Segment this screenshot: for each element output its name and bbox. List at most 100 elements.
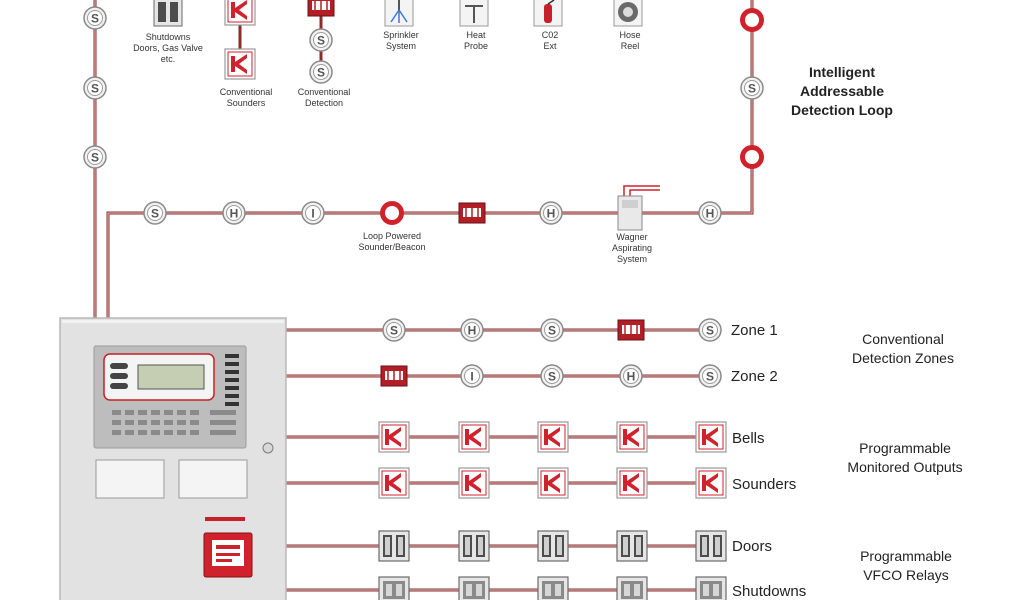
zone-2-label: Zone 2	[731, 368, 778, 385]
hose-reel-label-2: Reel	[621, 41, 640, 51]
smoke-detector-icon	[83, 145, 107, 169]
smoke-detector-icon	[309, 28, 333, 52]
call-point-icon	[307, 0, 335, 17]
heat-detector-icon	[539, 201, 563, 225]
heat-probe-label-2: Probe	[464, 41, 488, 51]
sounder-icon	[378, 467, 410, 499]
conv-sounders-label-2: Sounders	[227, 98, 266, 108]
shutdowns-device: Shutdowns Doors, Gas Valve etc.	[133, 0, 203, 64]
shutdown-relay-icon	[695, 576, 727, 600]
key-lock-icon	[262, 442, 274, 454]
shutdown-relay-icon	[616, 576, 648, 600]
extinguisher-icon	[533, 0, 563, 27]
smoke-detector-icon	[83, 76, 107, 100]
sounders-label: Sounders	[732, 476, 796, 493]
smoke-detector-icon	[698, 318, 722, 342]
heat-detector-icon	[698, 201, 722, 225]
shutdowns-label-1: Shutdowns	[146, 32, 191, 42]
co2-label-1: C02	[542, 30, 559, 40]
beacon-label-1: Loop Powered	[363, 231, 421, 241]
zone-2-line: Zone 2	[380, 364, 778, 388]
sounder-icon	[537, 467, 569, 499]
conventional-sounders-device: Conventional Sounders	[220, 0, 272, 108]
smoke-detector-icon	[382, 318, 406, 342]
zones-title-line-1: Conventional	[862, 331, 944, 347]
beacon-icon	[740, 8, 764, 32]
sprinkler-label-2: System	[386, 41, 416, 51]
doors-label: Doors	[732, 538, 772, 555]
sounders-line: Sounders	[378, 467, 796, 499]
smoke-detector-icon	[740, 76, 764, 100]
bells-label: Bells	[732, 430, 765, 447]
panel-key-icon	[110, 383, 128, 389]
door-relay-icon	[153, 0, 183, 27]
shutdowns-line: Shutdowns	[378, 576, 806, 600]
heat-probe-icon	[459, 0, 489, 27]
loop-title-line-3: Detection Loop	[791, 102, 893, 118]
interface-module-icon	[301, 201, 325, 225]
zones-section-title: Conventional Detection Zones	[852, 331, 954, 366]
door-relay-icon	[616, 530, 648, 562]
conv-detection-label-1: Conventional	[298, 87, 351, 97]
beacon-icon	[740, 145, 764, 169]
sprinkler-label-1: Sprinkler	[383, 30, 419, 40]
heat-detector-icon	[222, 201, 246, 225]
loop-title-line-2: Addressable	[800, 83, 884, 99]
zones-title-line-2: Detection Zones	[852, 350, 954, 366]
heat-detector-icon	[619, 364, 643, 388]
indicator-leds	[225, 354, 239, 406]
relays-title-line-1: Programmable	[860, 548, 952, 564]
heat-detector-icon	[460, 318, 484, 342]
bell-icon	[378, 421, 410, 453]
sounder-icon	[695, 467, 727, 499]
relays-section-title: Programmable VFCO Relays	[860, 548, 952, 583]
top-device-row: Shutdowns Doors, Gas Valve etc. Conventi…	[83, 0, 643, 169]
smoke-detector-icon	[309, 60, 333, 84]
shutdowns-label-2: Doors, Gas Valve	[133, 43, 203, 53]
hose-reel-device: Hose Reel	[613, 0, 643, 51]
shutdown-relay-icon	[537, 576, 569, 600]
zone-1-line: Zone 1	[382, 318, 778, 342]
shutdown-relay-icon	[458, 576, 490, 600]
door-relay-icon	[458, 530, 490, 562]
keypad	[112, 410, 236, 435]
shutdowns-relay-label: Shutdowns	[732, 583, 806, 600]
loop-title-line-1: Intelligent	[809, 64, 875, 80]
heat-probe-device: Heat Probe	[459, 0, 489, 51]
bell-icon	[695, 421, 727, 453]
relays-title-line-2: VFCO Relays	[863, 567, 949, 583]
conv-detection-label-2: Detection	[305, 98, 343, 108]
smoke-detector-icon	[540, 318, 564, 342]
sprinkler-icon	[384, 0, 414, 27]
bell-icon	[537, 421, 569, 453]
sounder-icon	[224, 48, 256, 80]
sprinkler-device: Sprinkler System	[383, 0, 419, 51]
hose-reel-icon	[613, 0, 643, 27]
shutdown-relay-icon	[378, 576, 410, 600]
bells-line: Bells	[378, 421, 765, 453]
aspirating-label-3: System	[617, 254, 647, 264]
door-relay-icon	[537, 530, 569, 562]
lcd-display	[137, 364, 205, 390]
smoke-detector-icon	[540, 364, 564, 388]
loop-row-devices: Loop Powered Sounder/Beacon Wagner Aspir…	[143, 185, 722, 264]
call-point-icon	[458, 202, 486, 224]
hose-reel-label-1: Hose	[619, 30, 640, 40]
break-glass-call-point-icon	[203, 532, 253, 578]
door-relay-icon	[378, 530, 410, 562]
call-point-icon	[380, 365, 408, 387]
panel-key-icon	[110, 373, 128, 379]
sounder-icon	[458, 467, 490, 499]
beacon-label-2: Sounder/Beacon	[358, 242, 425, 252]
sounder-icon	[616, 467, 648, 499]
outputs-section-title: Programmable Monitored Outputs	[847, 440, 962, 475]
loop-title: Intelligent Addressable Detection Loop	[791, 64, 893, 118]
call-point-icon	[617, 319, 645, 341]
smoke-detector-icon	[83, 6, 107, 30]
zone-1-label: Zone 1	[731, 322, 778, 339]
outputs-title-line-1: Programmable	[859, 440, 951, 456]
bell-icon	[458, 421, 490, 453]
shutdowns-label-3: etc.	[161, 54, 176, 64]
fire-alarm-control-panel	[59, 317, 287, 600]
